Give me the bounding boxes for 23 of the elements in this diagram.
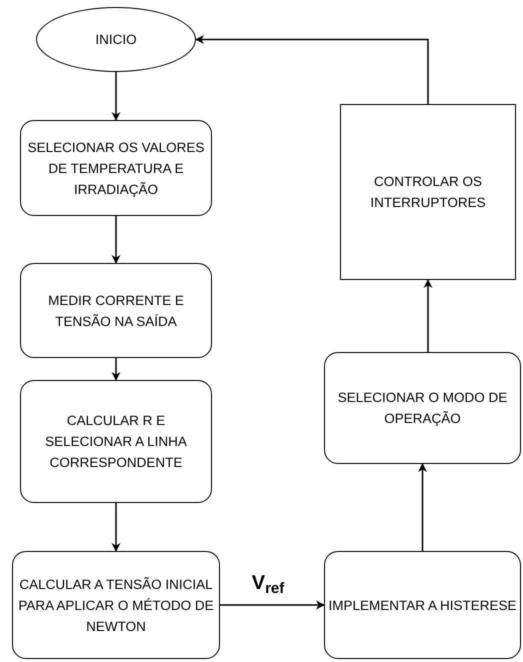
process-box: [20, 263, 212, 358]
arrow: [220, 600, 325, 610]
node-text: CALCULAR A TENSÃO INICIAL PARA APLICAR O MÉTODO DE NEWTON: [17, 576, 215, 636]
process-box: [12, 551, 220, 659]
node-text: SELECIONAR OS VALORES DE TEMPERATURA E IRRADIAÇÃO: [26, 138, 206, 199]
process-box: [324, 551, 521, 659]
node-text: INICIO: [95, 31, 137, 49]
node-text: CALCULAR R E SELECIONAR A LINHA CORRESPONDENTE: [44, 412, 188, 472]
process-box: [20, 380, 212, 503]
arrow: [112, 216, 120, 264]
process-box: [20, 120, 212, 216]
node-text: SELECIONAR O MODO DE OPERAÇÃO: [336, 389, 508, 428]
node-text: MEDIR CORRENTE E TENSÃO NA SAÍDA: [47, 292, 185, 330]
arrow: [112, 358, 120, 381]
process-box: [324, 352, 521, 464]
arrow: [418, 463, 427, 551]
node-text: IMPLEMENTAR A HISTERESE: [328, 596, 517, 614]
arrow: [424, 279, 432, 352]
node-text: CONTROLAR OS INTERRUPTORES: [369, 173, 487, 212]
process-box: [340, 104, 516, 280]
arrow: [112, 503, 120, 552]
arrow: [195, 35, 429, 104]
arrow: [112, 72, 120, 121]
